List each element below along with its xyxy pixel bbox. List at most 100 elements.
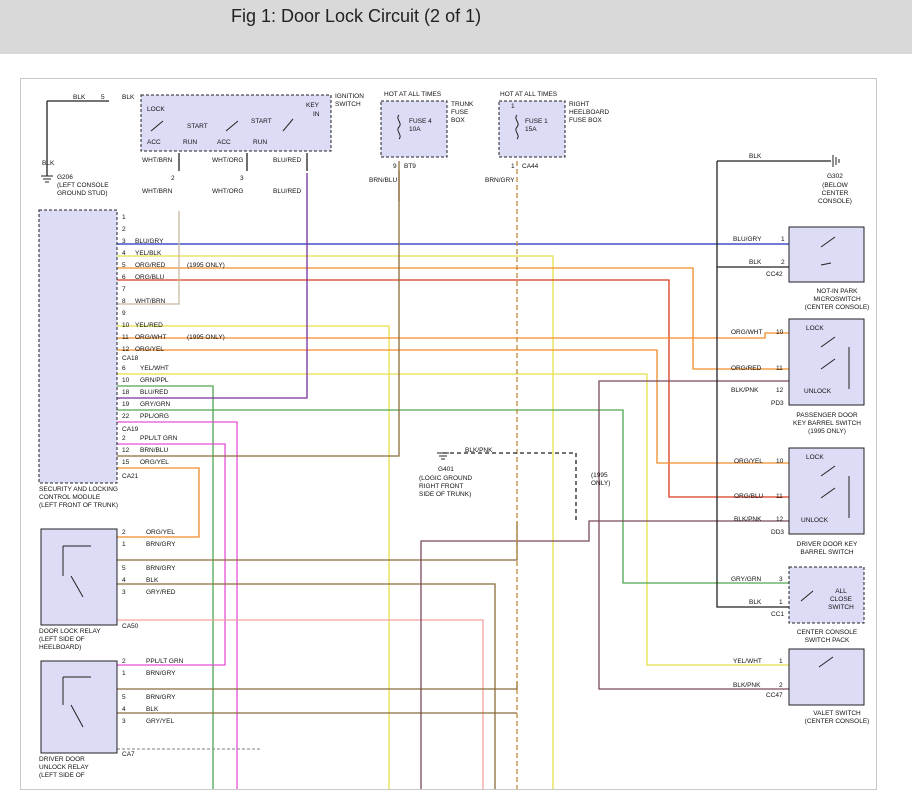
wire-label: YEL/WHT — [733, 658, 762, 665]
wire-label: ORG/BLU — [135, 274, 165, 281]
component-label: (CENTER CONSOLE) — [805, 718, 870, 725]
wire-label: BLK/PNK — [734, 516, 762, 523]
ground-label: G302 — [827, 173, 843, 180]
pin-label: 1 — [781, 236, 785, 243]
pin-label: 10 — [776, 458, 784, 465]
pin-label: 11 — [776, 493, 783, 500]
wire-label: BRN/GRY — [146, 694, 176, 701]
connector-label: CA21 — [122, 473, 139, 480]
ignition-switch-label: IGNITION — [335, 93, 364, 100]
pin-label: 15 — [122, 459, 130, 466]
wire-label: ORG/WHT — [135, 334, 166, 341]
wire-label: BLK/PNK — [731, 387, 759, 394]
relay-label: DRIVER DOOR — [39, 756, 85, 763]
pin-label: 12 — [122, 447, 130, 454]
pin-label: 3 — [122, 238, 126, 245]
component-label: (1995 ONLY) — [808, 428, 846, 435]
pin-label: 3 — [240, 175, 244, 182]
pin-label: 2 — [781, 259, 785, 266]
wire-org-yel-2 — [117, 467, 200, 538]
pin-label: 4 — [122, 706, 126, 713]
wire-label: ORG/YEL — [146, 529, 175, 536]
wire-label: BLK/PNK — [733, 682, 761, 689]
wire-label: BRN/GRY — [485, 177, 515, 184]
fuse-label: FUSE 4 — [409, 118, 432, 125]
wire-label: BLK — [749, 259, 762, 266]
wire-note: (1995 ONLY) — [187, 334, 225, 341]
pin-label: 3 — [122, 589, 126, 596]
pin-label: 12 — [776, 516, 784, 523]
wire-label: WHT/BRN — [135, 298, 166, 305]
ground-label: (LOGIC GROUND — [419, 475, 472, 482]
pin-label: 1 — [511, 163, 515, 170]
fuse-box-label: TRUNK — [451, 101, 474, 108]
wire-grn-ppl — [117, 385, 214, 789]
wire-label: BLU/RED — [273, 188, 301, 195]
component-label: (CENTER CONSOLE) — [805, 304, 870, 311]
drv-unlock-relay-box — [40, 660, 118, 754]
ground-label: GROUND STUD) — [57, 190, 108, 197]
wire-label: BLK — [73, 94, 86, 101]
pin-label: 9 — [393, 163, 397, 170]
wire-label: ORG/RED — [731, 365, 762, 372]
fuse-box-label: BOX — [451, 117, 465, 124]
wire-label: BLK/PNK — [465, 447, 493, 454]
wire-label: BLK — [146, 706, 159, 713]
fuse-box-label: RIGHT — [569, 101, 589, 108]
wire-label: BLK — [146, 577, 159, 584]
connector-label: CC1 — [771, 611, 784, 618]
wire-label: YEL/RED — [135, 322, 163, 329]
fuse-box-label: HEELBOARD — [569, 109, 609, 116]
component-inner-label: CLOSE — [830, 596, 853, 603]
connector-label: CA18 — [122, 355, 139, 362]
wire-label: GRY/YEL — [146, 718, 174, 725]
wire-label: ORG/BLU — [734, 493, 764, 500]
wire-label: ORG/RED — [135, 262, 166, 269]
wire-label: GRY/RED — [146, 589, 176, 596]
switch-symbols — [62, 118, 850, 728]
valet-box — [788, 648, 865, 706]
wire-label: GRY/GRN — [140, 401, 171, 408]
wire-label: PPL/LT GRN — [140, 435, 178, 442]
fuse-label: 10A — [409, 126, 421, 133]
wire-blk-pnk-door — [420, 520, 789, 789]
wire-gry-grn — [117, 409, 789, 584]
switch-pos-label: RUN — [253, 139, 267, 146]
ground-label: CENTER — [822, 190, 849, 197]
pin-label: 2 — [122, 435, 126, 442]
ignition-switch-label: SWITCH — [335, 101, 361, 108]
wire-label: BLK — [749, 599, 762, 606]
wire-label: YEL/BLK — [135, 250, 162, 257]
wire-org-yel — [117, 349, 789, 464]
component-label: DRIVER DOOR KEY — [797, 541, 858, 548]
pin-label: 10 — [122, 322, 130, 329]
wire-ppl-ltgrn — [117, 443, 226, 666]
wire-yel-red — [117, 325, 390, 789]
relay-label: (LEFT SIDE OF — [39, 772, 85, 779]
wire-label: BLK — [122, 94, 135, 101]
fuse-hot-label: HOT AT ALL TIMES — [500, 91, 558, 98]
pin-label: 2 — [779, 682, 783, 689]
trunk-fuse-box — [380, 100, 448, 158]
pin-label: 10 — [122, 377, 130, 384]
switch-pos-label: LOCK — [147, 106, 165, 113]
wire-label: PPL/LT GRN — [146, 658, 184, 665]
wire-label: YEL/WHT — [140, 365, 169, 372]
door-lock-relay-box — [40, 528, 118, 626]
wire-gry-red — [117, 619, 484, 789]
wire-note: (1995 — [591, 472, 608, 479]
wire-label: WHT/ORG — [212, 188, 243, 195]
wire-ppl-org — [117, 421, 238, 789]
pin-label: 2 — [171, 175, 175, 182]
wire-label: BLK — [42, 160, 55, 167]
module-label: (LEFT FRONT OF TRUNK) — [39, 502, 118, 509]
switch-pos-label: RUN — [183, 139, 197, 146]
fuse-label: 15A — [525, 126, 537, 133]
figure-header: Fig 1: Door Lock Circuit (2 of 1) — [0, 0, 912, 54]
ground-label: (LEFT CONSOLE — [57, 182, 109, 189]
component-label: VALET SWITCH — [813, 710, 861, 717]
wire-brn-gry-2 — [117, 583, 496, 789]
wire-label: BLU/GRY — [135, 238, 164, 245]
wire-label: WHT/BRN — [142, 188, 173, 195]
wire-blk-g206 — [46, 100, 109, 176]
